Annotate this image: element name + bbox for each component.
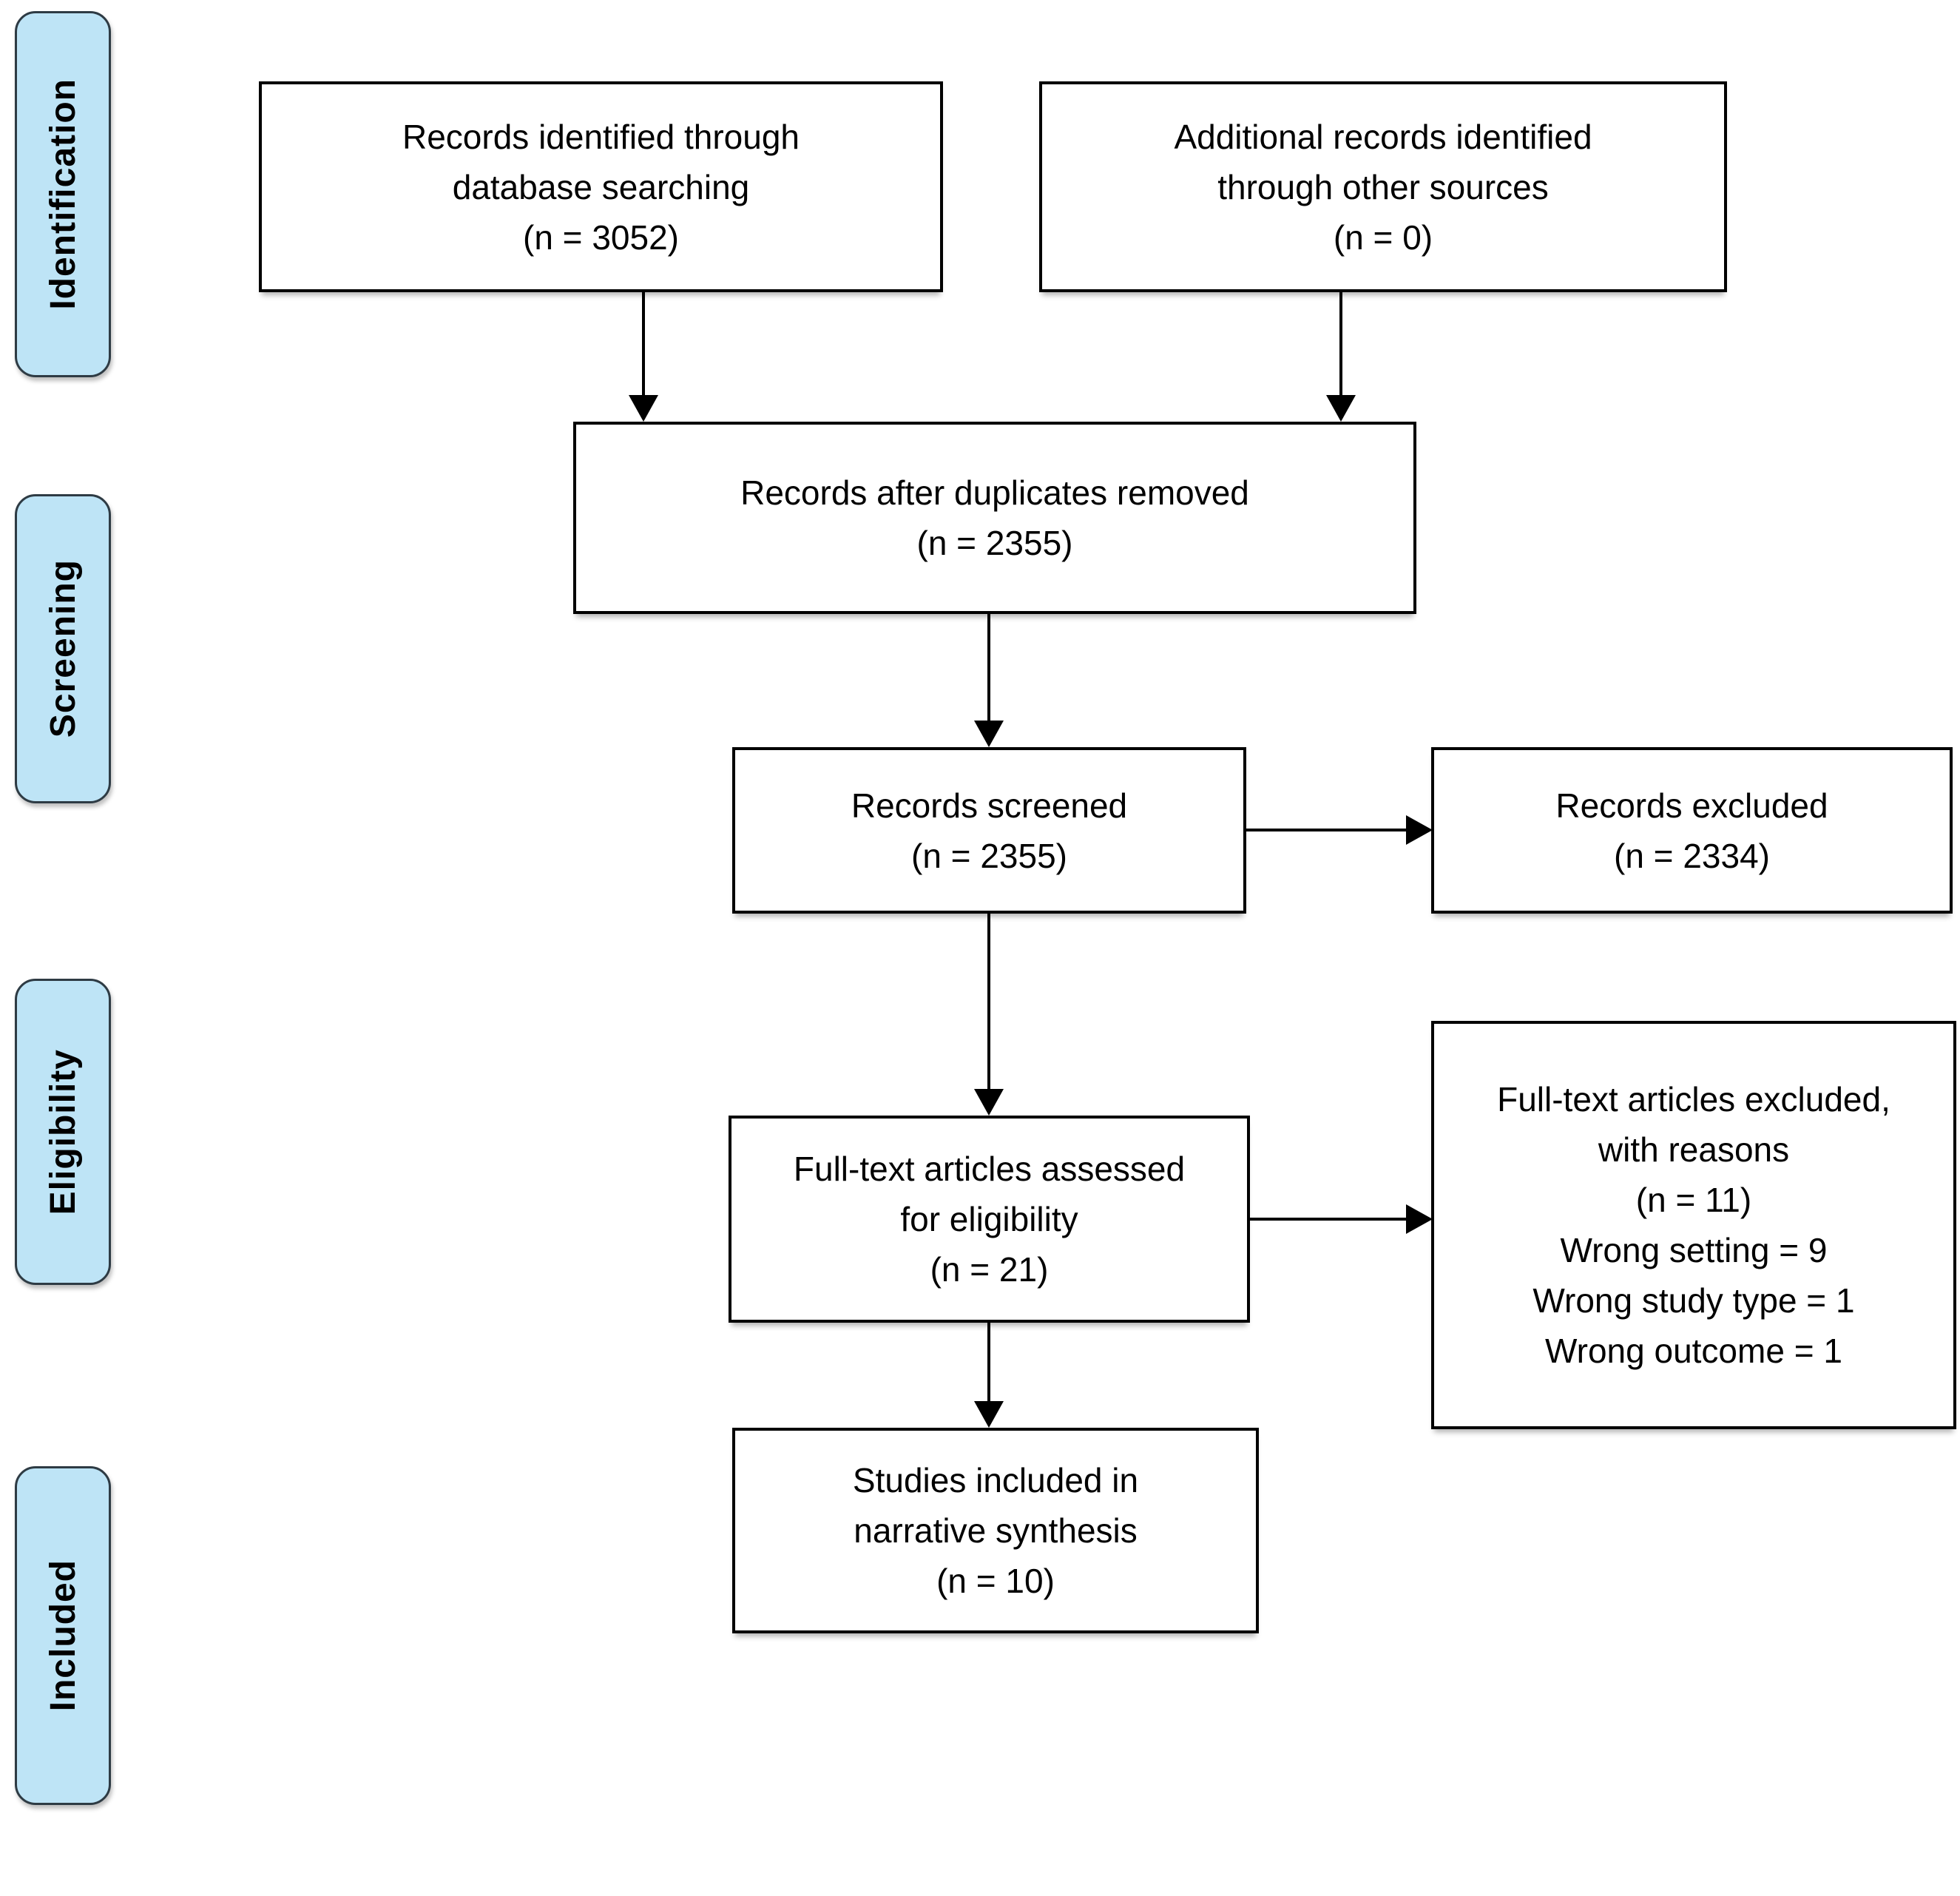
stage-eligibility-label: Eligibility (43, 1048, 83, 1215)
node-studies-included: Studies included in narrative synthesis … (732, 1428, 1259, 1633)
arrowhead-down-icon (974, 1089, 1004, 1116)
stage-identification: Identification (15, 11, 111, 377)
arrowhead-right-icon (1406, 1204, 1433, 1234)
arrow-line (987, 1321, 990, 1401)
arrowhead-down-icon (629, 395, 658, 422)
stage-screening: Screening (15, 494, 111, 803)
node-records-excluded: Records excluded (n = 2334) (1431, 747, 1953, 914)
arrow-line (1248, 1218, 1406, 1221)
arrow-line (987, 912, 990, 1089)
arrowhead-right-icon (1406, 815, 1433, 845)
arrow-line (1339, 291, 1342, 395)
arrowhead-down-icon (974, 1401, 1004, 1428)
node-studies-included-text: Studies included in narrative synthesis … (852, 1461, 1139, 1600)
arrow-line (987, 613, 990, 721)
node-fulltext-excluded: Full-text articles excluded, with reason… (1431, 1021, 1956, 1429)
arrowhead-down-icon (1326, 395, 1356, 422)
node-records-screened-text: Records screened (n = 2355) (851, 786, 1128, 875)
node-additional-records: Additional records identified through ot… (1039, 81, 1727, 292)
stage-screening-label: Screening (43, 559, 83, 738)
node-fulltext-assessed-text: Full-text articles assessed for eligibil… (793, 1150, 1186, 1289)
arrow-line (1245, 829, 1406, 831)
node-records-after-duplicates-text: Records after duplicates removed (n = 23… (740, 473, 1249, 562)
node-records-identified: Records identified through database sear… (259, 81, 943, 292)
node-records-screened: Records screened (n = 2355) (732, 747, 1246, 914)
node-records-excluded-text: Records excluded (n = 2334) (1555, 786, 1828, 875)
arrowhead-down-icon (974, 721, 1004, 747)
node-fulltext-excluded-text: Full-text articles excluded, with reason… (1497, 1080, 1890, 1370)
node-fulltext-assessed: Full-text articles assessed for eligibil… (729, 1116, 1250, 1323)
node-records-after-duplicates: Records after duplicates removed (n = 23… (573, 422, 1416, 614)
stage-identification-label: Identification (43, 78, 83, 310)
node-records-identified-text: Records identified through database sear… (402, 117, 800, 257)
stage-eligibility: Eligibility (15, 979, 111, 1285)
node-additional-records-text: Additional records identified through ot… (1174, 117, 1592, 257)
arrow-line (642, 291, 645, 395)
stage-included-label: Included (43, 1559, 83, 1712)
stage-included: Included (15, 1466, 111, 1805)
